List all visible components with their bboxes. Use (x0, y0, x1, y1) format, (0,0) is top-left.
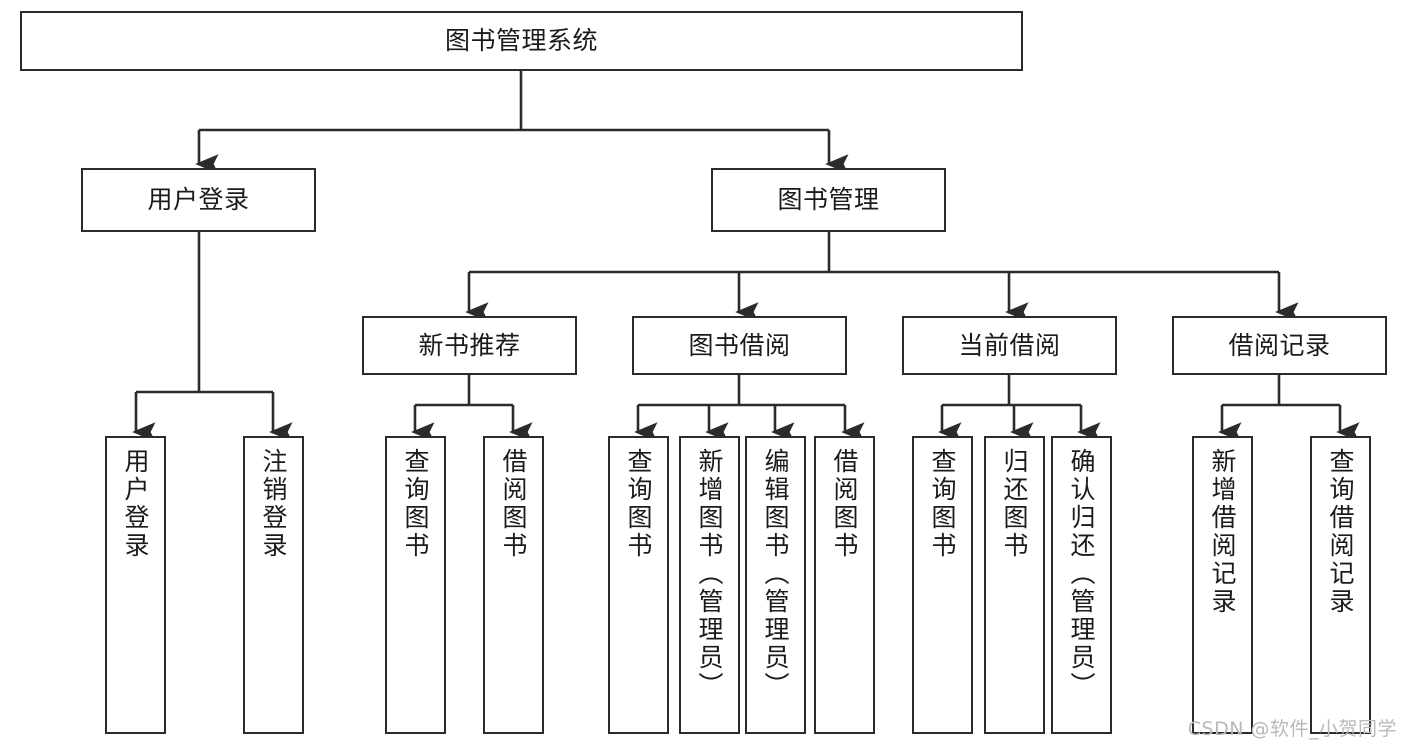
node-leaf-1[interactable]: 注销登录 (243, 436, 304, 734)
node-label: 借阅图书 (499, 448, 528, 560)
node-label: 编辑图书（管理员） (761, 448, 790, 700)
node-label: 图书借阅 (688, 330, 791, 360)
watermark-text: CSDN @软件_小贺同学 (1187, 718, 1397, 740)
node-leaf-9[interactable]: 归还图书 (984, 436, 1045, 734)
node-label: 借阅图书 (830, 448, 859, 560)
node-label: 查询借阅记录 (1326, 448, 1355, 616)
node-level2-0[interactable]: 用户登录 (81, 168, 316, 232)
node-leaf-12[interactable]: 查询借阅记录 (1310, 436, 1371, 734)
node-label: 查询图书 (401, 448, 430, 560)
node-leaf-8[interactable]: 查询图书 (912, 436, 973, 734)
node-leaf-6[interactable]: 编辑图书（管理员） (745, 436, 806, 734)
node-label: 归还图书 (1000, 448, 1029, 560)
node-level2-1[interactable]: 图书管理 (711, 168, 946, 232)
node-label: 新增图书（管理员） (695, 448, 724, 700)
node-leaf-5[interactable]: 新增图书（管理员） (679, 436, 740, 734)
node-label: 查询图书 (928, 448, 957, 560)
node-label: 查询图书 (624, 448, 653, 560)
node-label: 注销登录 (259, 448, 288, 560)
node-label: 用户登录 (121, 448, 150, 560)
node-label: 新书推荐 (418, 330, 521, 360)
node-leaf-4[interactable]: 查询图书 (608, 436, 669, 734)
node-label: 确认归还（管理员） (1067, 448, 1096, 700)
node-label: 借阅记录 (1228, 330, 1331, 360)
node-leaf-7[interactable]: 借阅图书 (814, 436, 875, 734)
node-level3-0[interactable]: 新书推荐 (362, 316, 577, 375)
node-level3-2[interactable]: 当前借阅 (902, 316, 1117, 375)
node-label: 用户登录 (147, 185, 250, 215)
node-leaf-11[interactable]: 新增借阅记录 (1192, 436, 1253, 734)
node-label: 新增借阅记录 (1208, 448, 1237, 616)
node-leaf-0[interactable]: 用户登录 (105, 436, 166, 734)
node-level3-3[interactable]: 借阅记录 (1172, 316, 1387, 375)
node-label: 图书管理 (777, 185, 880, 215)
node-label: 图书管理系统 (444, 26, 598, 56)
node-root[interactable]: 图书管理系统 (20, 11, 1023, 71)
node-leaf-10[interactable]: 确认归还（管理员） (1051, 436, 1112, 734)
node-label: 当前借阅 (958, 330, 1061, 360)
node-leaf-3[interactable]: 借阅图书 (483, 436, 544, 734)
node-leaf-2[interactable]: 查询图书 (385, 436, 446, 734)
node-level3-1[interactable]: 图书借阅 (632, 316, 847, 375)
